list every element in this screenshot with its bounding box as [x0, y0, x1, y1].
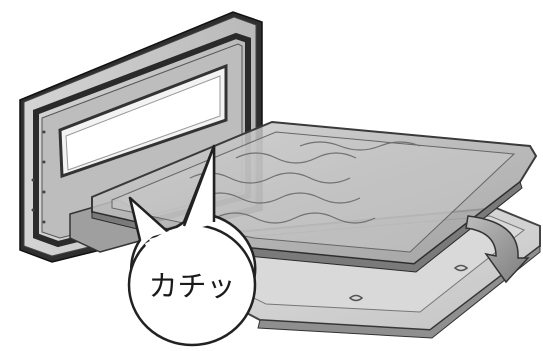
- callout-text: カチッ: [148, 269, 235, 303]
